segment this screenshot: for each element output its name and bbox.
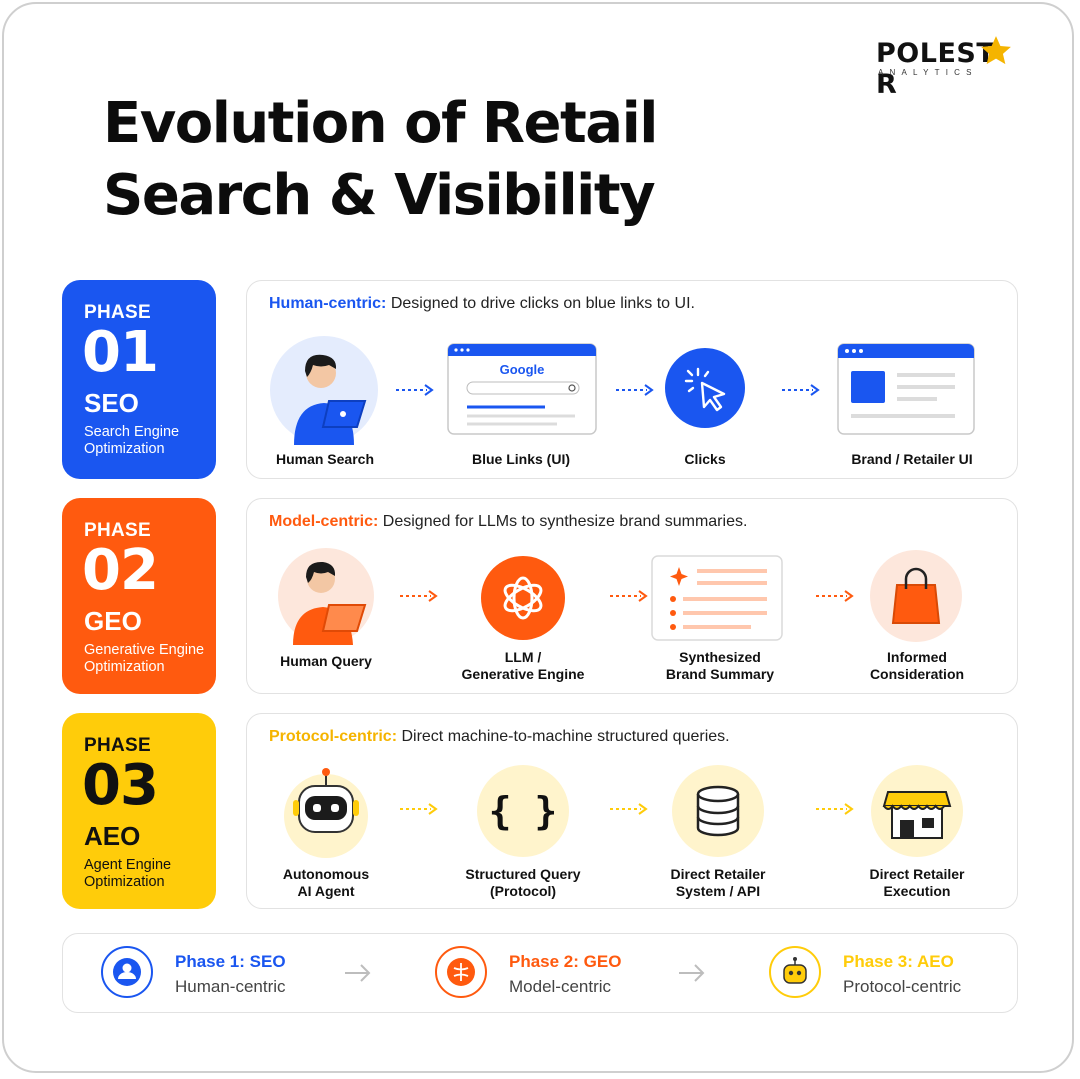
- phase-description: Model-centric: Designed for LLMs to synt…: [269, 513, 748, 530]
- phase-badge-geo: PHASE 02 GEO Generative Engine Optimizat…: [62, 498, 216, 694]
- phase-row-geo: PHASE 02 GEO Generative Engine Optimizat…: [62, 498, 1018, 694]
- legend-subtitle: Protocol-centric: [843, 977, 962, 996]
- step-human-query: Human Query: [261, 547, 391, 687]
- step-brand-retailer-ui: Brand / Retailer UI: [827, 343, 997, 475]
- step-blue-links: Google Blue Links (UI): [445, 343, 597, 475]
- phase-abbreviation: AEO: [84, 821, 141, 851]
- phase-full-name: Search Engine Optimization: [84, 424, 180, 457]
- step-label: Human Query: [280, 653, 372, 669]
- star-icon: [981, 36, 1011, 65]
- brand-logo: POLESTR ANALYTICS: [876, 36, 1046, 100]
- phase-badge-aeo: PHASE 03 AEO Agent Engine Optimization: [62, 713, 216, 909]
- page-title: Evolution of Retail Search & Visibility: [103, 88, 658, 232]
- phase-label: PHASE: [84, 520, 151, 541]
- phase-full-name: Generative Engine Optimization: [84, 642, 205, 675]
- phase-label: PHASE: [84, 302, 151, 323]
- step-clicks: Clicks: [663, 347, 747, 475]
- legend-item-seo: Phase 1: SEO Human-centric: [101, 946, 341, 1002]
- step-structured-query: { } Structured Query(Protocol): [443, 764, 603, 904]
- step-label: Brand / Retailer UI: [851, 451, 973, 467]
- brain-icon: [435, 946, 487, 998]
- user-icon: [101, 946, 153, 998]
- llm-knot-icon: [481, 556, 565, 640]
- phase-badge-seo: PHASE 01 SEO Search Engine Optimization: [62, 280, 216, 479]
- arrow-right-icon: [610, 590, 648, 602]
- phase-card-seo: Human-centric: Designed to drive clicks …: [246, 280, 1018, 479]
- robot-icon: [769, 946, 821, 998]
- step-label: Clicks: [684, 451, 726, 467]
- title-line-1: Evolution of Retail: [103, 91, 658, 156]
- website-icon: [837, 343, 975, 435]
- phase-number: 02: [82, 538, 159, 603]
- phase-abbreviation: SEO: [84, 388, 139, 418]
- phase-full-name: Agent Engine Optimization: [84, 857, 172, 890]
- cursor-click-icon: [665, 348, 745, 428]
- browser-search-icon: Google: [447, 343, 597, 435]
- step-label: Human Search: [275, 451, 375, 467]
- shopping-bag-icon: [870, 550, 962, 642]
- step-label: Structured Query(Protocol): [465, 866, 581, 899]
- arrow-right-icon: [610, 803, 648, 815]
- phase-description: Protocol-centric: Direct machine-to-mach…: [269, 728, 730, 745]
- arrow-right-icon: [679, 964, 705, 982]
- phase-abbreviation: GEO: [84, 606, 142, 636]
- legend-item-aeo: Phase 3: AEO Protocol-centric: [769, 946, 1009, 1002]
- arrow-right-icon: [396, 384, 434, 396]
- person-laptop-icon: [278, 548, 374, 645]
- arrow-right-icon: [616, 384, 654, 396]
- arrow-right-icon: [782, 384, 820, 396]
- robot-icon: [284, 768, 368, 858]
- summary-list-icon: [651, 555, 783, 641]
- database-icon: [672, 765, 764, 857]
- curly-braces-icon: { }: [477, 765, 569, 857]
- phase-legend: Phase 1: SEO Human-centric Phase 2: GEO …: [62, 933, 1018, 1013]
- legend-item-geo: Phase 2: GEO Model-centric: [435, 946, 675, 1002]
- legend-title: Phase 2: GEO: [509, 952, 622, 971]
- legend-subtitle: Human-centric: [175, 977, 286, 996]
- phase-number: 01: [82, 320, 159, 385]
- svg-text:{ }: { }: [489, 789, 558, 833]
- arrow-right-icon: [345, 964, 371, 982]
- logo-subtitle: ANALYTICS: [878, 68, 978, 77]
- phase-label: PHASE: [84, 735, 151, 756]
- arrow-right-icon: [816, 803, 854, 815]
- phase-card-aeo: Protocol-centric: Direct machine-to-mach…: [246, 713, 1018, 909]
- legend-subtitle: Model-centric: [509, 977, 612, 996]
- storefront-icon: [871, 765, 963, 857]
- arrow-right-icon: [400, 590, 438, 602]
- step-human-search: Human Search: [265, 335, 385, 475]
- logo-wordmark: POLESTR: [876, 38, 996, 100]
- phase-description: Human-centric: Designed to drive clicks …: [269, 295, 695, 312]
- step-label: LLM /Generative Engine: [461, 649, 585, 682]
- person-laptop-icon: [270, 336, 378, 445]
- phase-number: 03: [82, 753, 159, 818]
- legend-title: Phase 3: AEO: [843, 952, 954, 971]
- arrow-right-icon: [816, 590, 854, 602]
- phase-row-seo: PHASE 01 SEO Search Engine Optimization …: [62, 280, 1018, 479]
- legend-title: Phase 1: SEO: [175, 952, 286, 971]
- svg-text:Google: Google: [500, 362, 545, 377]
- title-line-2: Search & Visibility: [103, 163, 656, 228]
- arrow-right-icon: [400, 803, 438, 815]
- phase-card-geo: Model-centric: Designed for LLMs to synt…: [246, 498, 1018, 694]
- step-label: Blue Links (UI): [471, 451, 570, 467]
- phase-row-aeo: PHASE 03 AEO Agent Engine Optimization P…: [62, 713, 1018, 909]
- step-llm: LLM /Generative Engine: [443, 555, 603, 687]
